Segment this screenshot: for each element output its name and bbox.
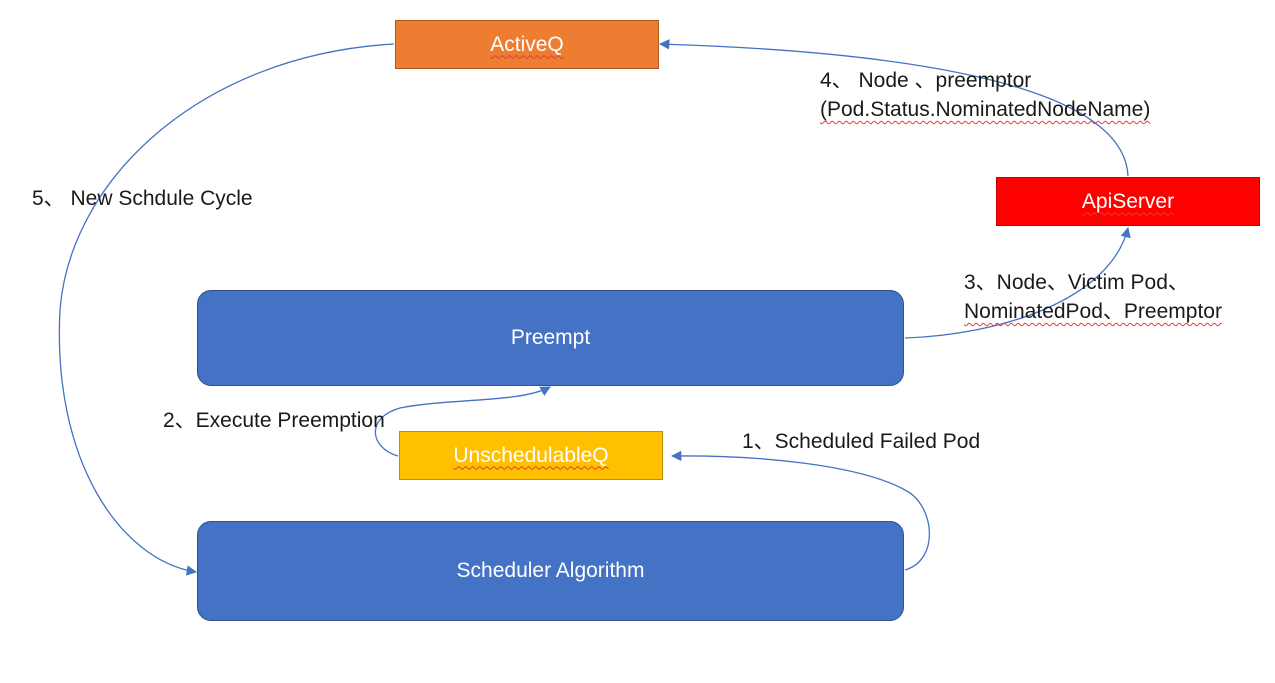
unschedulableq-label: UnschedulableQ <box>453 443 609 467</box>
activeq-label: ActiveQ <box>490 32 564 56</box>
apiserver-label: ApiServer <box>1081 189 1175 213</box>
arrow-preempt-to-apiserver <box>904 226 1131 339</box>
scheduler-algorithm-label: Scheduler Algorithm <box>456 559 645 582</box>
apiserver-node: ApiServer <box>996 177 1260 226</box>
activeq-node: ActiveQ <box>395 20 659 69</box>
step2-label: 2、Execute Preemption <box>163 409 385 432</box>
step3-label-line1: 3、Node、Victim Pod、 <box>964 271 1189 294</box>
step4-label-line2: (Pod.Status.NominatedNodeName) <box>820 98 1151 121</box>
step4-label-line1: 4、 Node 、preemptor <box>820 69 1032 92</box>
arrow-new-schedule-cycle <box>58 43 395 576</box>
arrow-scheduled-failed-pod <box>670 450 931 571</box>
preempt-node: Preempt <box>197 290 904 386</box>
unschedulableq-node: UnschedulableQ <box>399 431 663 480</box>
step5-label: 5、 New Schdule Cycle <box>32 187 253 210</box>
step1-label: 1、Scheduled Failed Pod <box>742 430 981 453</box>
step3-label-line2: NominatedPod、Preemptor <box>964 300 1222 323</box>
arrow-execute-preemption <box>374 386 551 457</box>
preempt-label: Preempt <box>510 326 591 349</box>
arrow-apiserver-to-activeq <box>658 39 1129 177</box>
scheduler-algorithm-node: Scheduler Algorithm <box>197 521 904 621</box>
